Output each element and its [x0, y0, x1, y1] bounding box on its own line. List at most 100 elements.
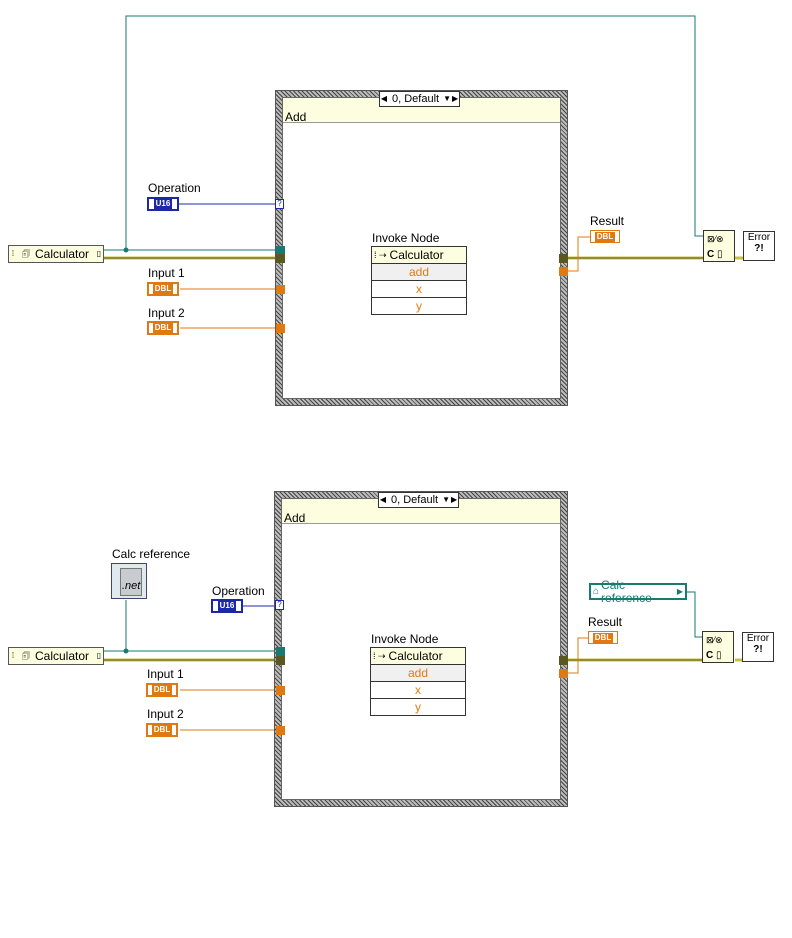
result-wire-2b: [568, 637, 588, 674]
u16-type-label: U16: [217, 601, 237, 611]
indicator-arrow-icon: ▶: [676, 587, 683, 596]
selector-terminal-1[interactable]: ?: [275, 199, 284, 209]
calc-ref-indicator-label: Calc reference: [601, 577, 652, 605]
invoke-node-header-2: ⁞ ⇢ Calculator: [371, 648, 465, 665]
result-label-2: Result: [588, 615, 623, 629]
calculator-ref-label-1: Calculator: [35, 247, 90, 261]
error-text-2: Error: [746, 633, 770, 644]
selector-terminal-2[interactable]: ?: [275, 600, 284, 610]
input1-label-1: Input 1: [148, 266, 185, 280]
ref-tunnel-in-1: [276, 246, 285, 255]
invoke-class-1: Calculator: [389, 248, 444, 262]
simple-error-handler-2[interactable]: Error ?!: [742, 632, 774, 662]
simple-error-handler-1[interactable]: Error ?!: [743, 231, 775, 261]
connector-dots-icon: ⁞: [11, 651, 15, 660]
operation-label-1: Operation: [148, 181, 201, 195]
error-marks-1: ?!: [754, 243, 764, 254]
doc-icon: ▯: [96, 249, 102, 258]
result-indicator-1[interactable]: DBL: [590, 230, 620, 243]
increment-arrow-icon[interactable]: ▶: [451, 495, 458, 504]
param-y-row-2[interactable]: y: [415, 700, 421, 714]
calculator-ref-control-2[interactable]: ⁞ 🗊 Calculator ▯: [8, 647, 104, 665]
input2-label-2: Input 2: [147, 707, 184, 721]
error-tunnel-out-2: [559, 656, 568, 665]
close-reference-function-2[interactable]: ⊠⁄⊗ C ▯: [702, 631, 734, 663]
invoke-node-label-2: Invoke Node: [371, 632, 439, 646]
param-y-row-1[interactable]: y: [416, 299, 422, 313]
input2-tunnel-1: [276, 324, 285, 333]
constructor-label-2: Calc reference: [112, 547, 191, 561]
result-wire-1b: [568, 236, 590, 272]
dotnet-document-icon: [120, 568, 142, 596]
error-tunnel-out-1: [559, 254, 568, 263]
dotnet-constructor-node-2[interactable]: .net: [111, 563, 147, 599]
error-tunnel-in-1: [276, 254, 285, 263]
ref-tunnel-in-2: [276, 647, 285, 656]
dbl-type-label: DBL: [151, 685, 173, 695]
invoke-node-2[interactable]: ⁞ ⇢ Calculator add x y: [370, 647, 466, 716]
input1-tunnel-2: [276, 686, 285, 695]
reference-icon: 🗊: [21, 651, 31, 661]
operation-control-1[interactable]: U16: [147, 197, 179, 211]
error-marks-2: ?!: [753, 644, 763, 655]
input2-control-1[interactable]: DBL: [147, 321, 179, 335]
dbl-type-label: DBL: [151, 725, 173, 735]
u16-type-label: U16: [153, 199, 173, 209]
case-selector-label-2: 0, Default: [391, 494, 439, 506]
operation-control-2[interactable]: U16: [211, 599, 243, 613]
calc-ref-indicator-wire-2: [686, 591, 705, 638]
case-interior-2: Add: [281, 498, 561, 800]
dbl-type-label: DBL: [592, 632, 614, 643]
invoke-node-label-1: Invoke Node: [372, 231, 440, 245]
dropdown-arrow-icon[interactable]: ▼: [442, 495, 451, 504]
close-reference-c-icon: C ▯: [707, 249, 723, 260]
input2-tunnel-2: [276, 726, 285, 735]
home-icon: ⌂: [593, 586, 600, 597]
param-x-row-2[interactable]: x: [371, 682, 465, 699]
dbl-type-label: DBL: [594, 231, 616, 242]
method-row-1[interactable]: add: [372, 264, 466, 281]
error-tunnel-in-2: [276, 656, 285, 665]
connector-dots-icon: ⁞: [11, 249, 15, 258]
dbl-type-label: DBL: [152, 323, 174, 333]
close-reference-icon: ⊠⁄⊗: [706, 635, 723, 645]
input2-control-2[interactable]: DBL: [146, 723, 178, 737]
dropdown-arrow-icon[interactable]: ▼: [443, 94, 452, 103]
input2-label-1: Input 2: [148, 306, 185, 320]
case-title-2: Add: [284, 511, 306, 525]
decrement-arrow-icon[interactable]: ◀: [379, 495, 387, 504]
error-text-1: Error: [747, 232, 771, 243]
param-x-row-1[interactable]: x: [372, 281, 466, 298]
case-title-1: Add: [285, 110, 307, 124]
calc-reference-indicator-2[interactable]: ⌂ Calc reference ▶: [589, 578, 687, 604]
calculator-ref-label-2: Calculator: [35, 649, 90, 663]
input1-control-2[interactable]: DBL: [146, 683, 178, 697]
close-reference-icon: ⊠⁄⊗: [707, 234, 724, 244]
increment-arrow-icon[interactable]: ▶: [452, 94, 459, 103]
input1-tunnel-1: [276, 285, 285, 294]
ref-wire-junction-2: [123, 648, 129, 654]
close-reference-function-1[interactable]: ⊠⁄⊗ C ▯: [703, 230, 735, 262]
method-arrow-icon: ⁞ ⇢: [373, 650, 386, 661]
result-tunnel-out-1: [559, 267, 568, 276]
case-selector-2[interactable]: ◀ 0, Default ▼ ▶: [378, 492, 460, 508]
method-row-2[interactable]: add: [371, 665, 465, 682]
case-structure-2[interactable]: Add ◀ 0, Default ▼ ▶: [274, 491, 568, 807]
ref-wire-loop-1: [125, 15, 705, 250]
operation-label-2: Operation: [212, 584, 265, 598]
invoke-node-1[interactable]: ⁞ ⇢ Calculator add x y: [371, 246, 467, 315]
case-selector-label-1: 0, Default: [392, 93, 440, 105]
doc-icon: ▯: [96, 651, 102, 660]
calculator-ref-control-1[interactable]: ⁞ 🗊 Calculator ▯: [8, 245, 104, 263]
invoke-class-2: Calculator: [388, 649, 443, 663]
decrement-arrow-icon[interactable]: ◀: [380, 94, 388, 103]
dotnet-label: .net: [122, 580, 141, 592]
result-label-1: Result: [590, 214, 625, 228]
result-indicator-2[interactable]: DBL: [588, 631, 618, 644]
dbl-type-label: DBL: [152, 284, 174, 294]
input1-control-1[interactable]: DBL: [147, 282, 179, 296]
case-selector-1[interactable]: ◀ 0, Default ▼ ▶: [379, 91, 461, 107]
close-reference-c-icon: C ▯: [706, 650, 722, 661]
result-tunnel-out-2: [559, 669, 568, 678]
